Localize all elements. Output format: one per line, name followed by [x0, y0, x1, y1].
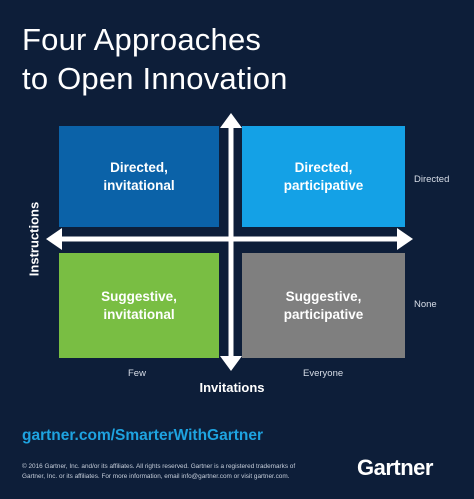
y-axis-bottom-arrow-icon	[220, 356, 242, 371]
x-tick-few: Few	[128, 368, 146, 379]
quadrant-label-line-1: Directed,	[110, 159, 168, 175]
quadrant-label-line-2: participative	[283, 306, 364, 322]
title-line-1: Four Approaches	[22, 22, 262, 57]
copyright-line-2: Gartner, Inc. or its affiliates. For mor…	[22, 473, 290, 480]
x-axis-label: Invitations	[199, 380, 265, 395]
y-axis-top-arrow-icon	[220, 113, 242, 128]
quadrant-label-line-2: invitational	[103, 306, 175, 322]
quadrant-suggestive-participative: Suggestive, participative	[242, 253, 405, 358]
quadrant-directed-participative: Directed, participative	[242, 126, 405, 227]
y-tick-directed: Directed	[414, 174, 450, 185]
copyright-notice: © 2016 Gartner, Inc. and/or its affiliat…	[22, 462, 342, 482]
quadrant-suggestive-invitational: Suggestive, invitational	[59, 253, 219, 358]
title-line-2: to Open Innovation	[22, 61, 288, 96]
x-axis-left-arrow-icon	[46, 228, 62, 250]
x-tick-everyone: Everyone	[303, 368, 344, 379]
x-axis-right-arrow-icon	[397, 228, 413, 250]
gartner-link[interactable]: gartner.com/SmarterWithGartner	[22, 427, 264, 444]
y-tick-none: None	[414, 299, 437, 310]
page-title: Four Approaches to Open Innovation	[22, 20, 452, 98]
gartner-logo: Gartner	[357, 455, 433, 480]
quadrant-label-line-1: Suggestive,	[285, 288, 362, 304]
quadrant-label-line-1: Suggestive,	[101, 288, 177, 304]
quadrant-label-line-2: participative	[283, 177, 364, 193]
quadrant-directed-invitational: Directed, invitational	[59, 126, 219, 227]
quadrant-label-line-1: Directed,	[294, 159, 353, 175]
y-axis-label: Instructions	[26, 201, 42, 277]
copyright-line-1: © 2016 Gartner, Inc. and/or its affiliat…	[22, 463, 296, 470]
quadrant-label-line-2: invitational	[103, 177, 175, 193]
